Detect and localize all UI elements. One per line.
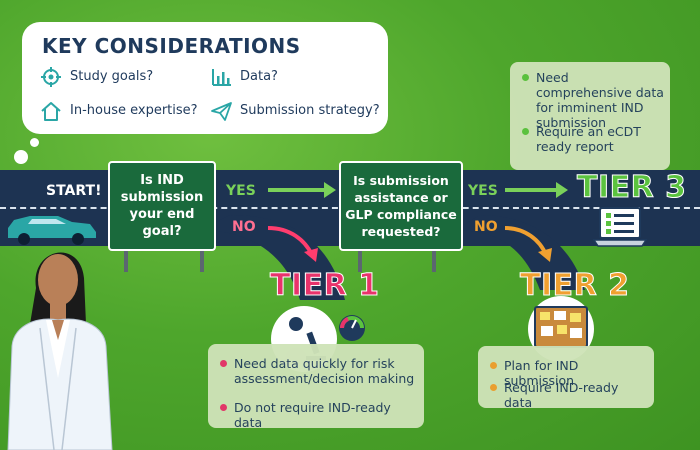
tier2-bullet-2-text: Require IND-ready data <box>504 380 619 410</box>
yes-label-2: YES <box>468 183 498 199</box>
tier1-bullet-2-text: Do not require IND-ready data <box>234 400 391 430</box>
sign-post <box>124 250 128 272</box>
kc-item-data: Data? <box>240 69 278 84</box>
tier3-bullet-dot <box>522 74 529 81</box>
key-considerations-title: KEY CONSIDERATIONS <box>42 34 301 58</box>
tier2-bullet-1: Plan for IND submission <box>490 358 650 388</box>
question-1-text: Is IND submission your end goal? <box>120 173 204 239</box>
tier3-bullet-dot <box>522 128 529 135</box>
question-sign-1: Is IND submission your end goal? <box>108 161 216 251</box>
thought-bubble-small <box>30 138 39 147</box>
branch-road-tier1 <box>200 215 345 300</box>
tier1-callout: Need data quickly for risk assessment/de… <box>208 344 424 430</box>
tier3-bullet-2: Require an eCDT ready report <box>522 124 664 154</box>
tier3-bullet-2-text: Require an eCDT ready report <box>536 124 641 154</box>
planning-board-icon <box>534 306 588 348</box>
tier3-bullet-1-text: Need comprehensive data for imminent IND… <box>536 70 664 130</box>
scientist-woman-illustration <box>7 252 113 450</box>
tier3-label: TIER 3 <box>577 170 687 206</box>
kc-item-study-goals: Study goals? <box>70 69 154 84</box>
kc-item-submission-strategy: Submission strategy? <box>240 103 380 118</box>
tier2-bullet-dot <box>490 384 497 391</box>
question-sign-2: Is submission assistance or GLP complian… <box>339 161 463 251</box>
yes-label-1: YES <box>226 183 256 199</box>
key-considerations-card: KEY CONSIDERATIONS Study goals? Data? In… <box>22 22 388 134</box>
tier2-bullet-1-text: Plan for IND submission <box>504 358 579 388</box>
tier3-bullet-1: Need comprehensive data for imminent IND… <box>522 70 664 130</box>
paper-plane-icon <box>211 102 232 121</box>
target-icon <box>41 67 61 87</box>
thought-bubble-large <box>14 150 28 164</box>
tier1-bullet-2: Do not require IND-ready data <box>220 400 420 430</box>
tier3-callout: Need comprehensive data for imminent IND… <box>510 62 670 170</box>
sign-post <box>200 250 204 272</box>
start-label: START! <box>46 183 102 199</box>
laptop-checklist-icon <box>592 207 648 247</box>
question-2-text: Is submission assistance or GLP complian… <box>345 173 457 239</box>
tier2-bullet-dot <box>490 362 497 369</box>
tier2-callout: Plan for IND submission Require IND-read… <box>478 346 654 410</box>
no-label-2: NO <box>474 219 498 235</box>
no-label-1: NO <box>232 219 256 235</box>
car-icon <box>8 216 96 245</box>
house-icon <box>41 102 61 121</box>
yes-arrow-2-head <box>556 182 568 198</box>
yes-arrow-1-head <box>324 182 336 198</box>
kc-item-in-house-expertise: In-house expertise? <box>70 103 198 118</box>
tier1-label: TIER 1 <box>270 268 380 304</box>
no-arrow-1-head <box>304 248 318 262</box>
tier1-bullet-dot <box>220 360 227 367</box>
branch-road-tier2 <box>455 215 585 290</box>
sign-post <box>432 250 436 272</box>
tier1-bullet-dot <box>220 404 227 411</box>
tier2-label: TIER 2 <box>520 268 630 304</box>
bar-chart-icon <box>212 69 231 86</box>
tier2-bullet-2: Require IND-ready data <box>490 380 650 410</box>
sign-post <box>358 250 362 272</box>
tier1-bullet-1-text: Need data quickly for risk assessment/de… <box>234 356 415 386</box>
no-arrow-2-head <box>538 248 552 262</box>
tier1-bullet-1: Need data quickly for risk assessment/de… <box>220 356 420 386</box>
